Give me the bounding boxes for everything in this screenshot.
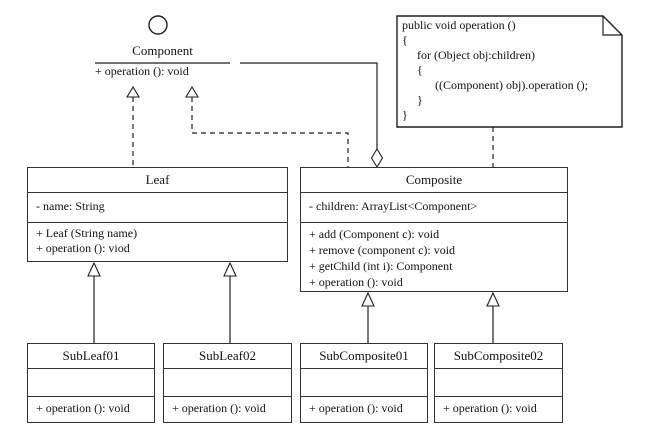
class-subleaf01: SubLeaf01 + operation (): void — [27, 343, 155, 423]
note-line: for (Object obj:children) — [417, 48, 535, 62]
class-methods-section: + operation (): void — [435, 397, 562, 422]
realization-arrowhead-composite-icon — [185, 85, 199, 98]
class-method: + operation (): viod — [36, 241, 130, 255]
class-method: + operation (): void — [443, 401, 537, 415]
class-methods-section: + operation (): void — [301, 397, 427, 422]
class-attributes-section — [164, 369, 291, 397]
class-title: SubComposite02 — [435, 344, 562, 369]
note-box — [396, 15, 623, 128]
aggregation-diamond-icon — [370, 147, 384, 169]
class-attributes-section — [28, 369, 154, 397]
note-code: public void operation () { for (Object o… — [402, 18, 618, 123]
note-line: { — [402, 33, 408, 47]
class-subcomposite02: SubComposite02 + operation (): void — [434, 343, 563, 423]
class-attribute: - name: String — [36, 199, 105, 213]
class-title: SubComposite01 — [301, 344, 427, 369]
interface-operation: + operation (): void — [95, 64, 189, 78]
class-title: Composite — [301, 168, 567, 193]
class-attributes-section: - name: String — [28, 193, 287, 223]
class-method: + Leaf (String name) — [36, 226, 138, 240]
class-title: SubLeaf02 — [164, 344, 291, 369]
class-subcomposite01: SubComposite01 + operation (): void — [300, 343, 428, 423]
class-method: + operation (): void — [36, 401, 130, 415]
class-leaf: Leaf - name: String + Leaf (String name)… — [27, 167, 288, 262]
class-title: Leaf — [28, 168, 287, 193]
interface-lollipop-icon — [148, 15, 168, 35]
class-attribute: - children: ArrayList<Component> — [309, 199, 478, 213]
class-composite: Composite - children: ArrayList<Componen… — [300, 167, 568, 292]
class-attributes-section — [301, 369, 427, 397]
generalization-arrowhead-subleaf01-icon — [87, 261, 101, 277]
class-subleaf02: SubLeaf02 + operation (): void — [163, 343, 292, 423]
generalization-arrowhead-subcomposite02-icon — [486, 291, 500, 307]
note-line: { — [417, 63, 423, 77]
class-attributes-section: - children: ArrayList<Component> — [301, 193, 567, 223]
class-method: + operation (): void — [309, 401, 403, 415]
generalization-arrowhead-subleaf02-icon — [223, 261, 237, 277]
realization-arrowhead-leaf-icon — [126, 85, 140, 98]
interface-name: Component — [132, 43, 193, 58]
class-method: + getChild (int i): Component — [309, 259, 453, 273]
class-title: SubLeaf01 — [28, 344, 154, 369]
class-methods-section: + add (Component c): void + remove (comp… — [301, 223, 567, 291]
note-line: } — [402, 108, 408, 122]
class-methods-section: + operation (): void — [28, 397, 154, 422]
note-line: public void operation () — [402, 18, 516, 32]
class-method: + operation (): void — [172, 401, 266, 415]
realization-connector-composite — [191, 97, 349, 167]
class-attributes-section — [435, 369, 562, 397]
aggregation-connector — [240, 62, 378, 150]
note-line: ((Component) obj).operation (); — [435, 78, 588, 92]
class-methods-section: + operation (): void — [164, 397, 291, 422]
generalization-arrowhead-subcomposite01-icon — [361, 291, 375, 307]
class-method: + add (Component c): void — [309, 227, 440, 241]
class-methods-section: + Leaf (String name) + operation (): vio… — [28, 223, 287, 261]
class-method: + operation (): void — [309, 275, 403, 289]
note-line: } — [417, 93, 423, 107]
note-fold-icon — [602, 16, 622, 36]
class-method: + remove (component c): void — [309, 243, 456, 257]
